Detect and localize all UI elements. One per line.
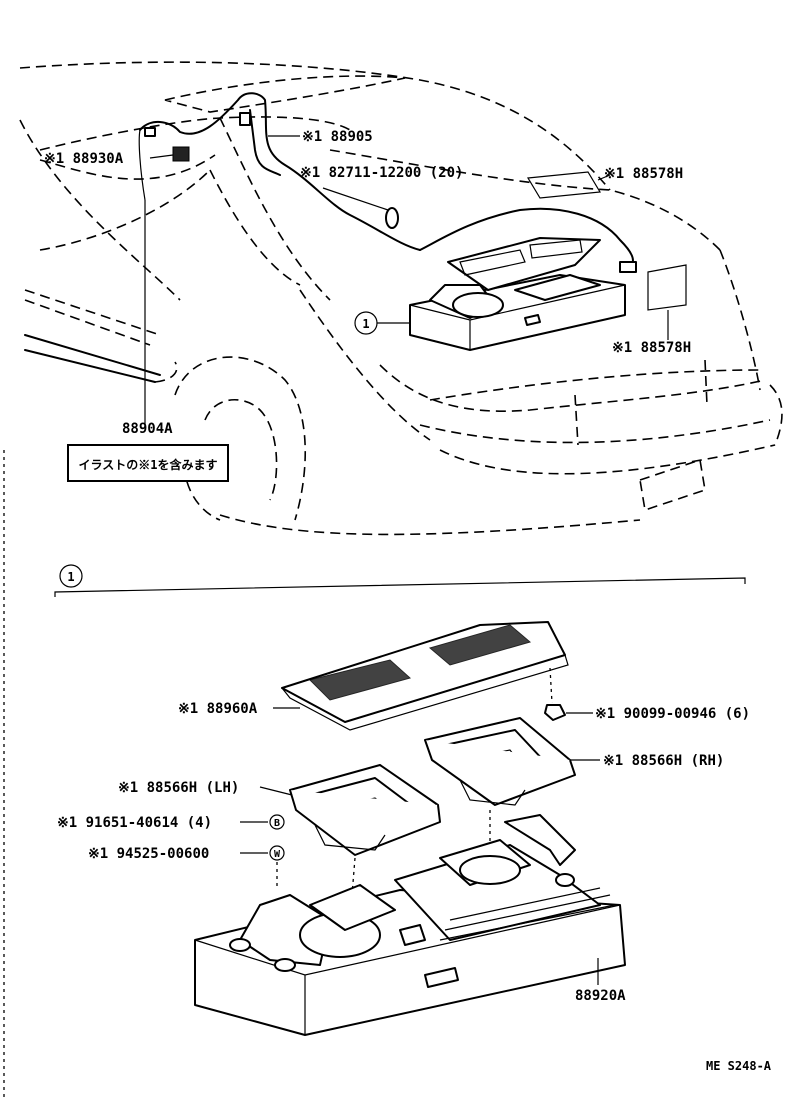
cover-88960a <box>281 621 569 731</box>
callout-1-detail-label: 1 <box>67 570 74 584</box>
note-box <box>67 444 229 482</box>
label-88578h-lower: ※1 88578H <box>612 340 691 356</box>
speaker-box-88920a <box>194 814 626 1036</box>
detail-labels: ※1 88960A ※1 90099-00946 (6) ※1 88566H (… <box>57 701 772 1073</box>
callout-1-top: 1 <box>354 311 410 335</box>
label-88578h-upper: ※1 88578H <box>604 166 683 182</box>
figure-code: ME S248-A <box>706 1059 772 1073</box>
callout-1-label: 1 <box>362 317 369 331</box>
car-outline <box>19 61 783 536</box>
note-box-text: イラストの※1を含みます <box>79 457 218 472</box>
wire-harness <box>138 92 687 425</box>
label-91651: ※1 91651-40614 (4) <box>57 815 212 831</box>
washer-marker: W <box>274 849 281 860</box>
bracket-rh <box>424 717 576 850</box>
label-88905: ※1 88905 <box>302 129 373 145</box>
fastener-symbols: B W <box>269 814 285 890</box>
label-88920a: 88920A <box>575 988 626 1004</box>
label-88960a: ※1 88960A <box>178 701 258 717</box>
detail-header: 1 <box>54 564 746 597</box>
label-88904a: 88904A <box>122 421 173 437</box>
label-88566h-lh: ※1 88566H (LH) <box>118 780 239 796</box>
top-labels: ※1 88905 ※1 88930A ※1 82711-12200 (20) ※… <box>44 129 691 482</box>
label-88930a: ※1 88930A <box>44 151 124 167</box>
label-88566h-rh: ※1 88566H (RH) <box>603 753 724 769</box>
label-82711: ※1 82711-12200 (20) <box>300 165 463 181</box>
label-90099: ※1 90099-00946 (6) <box>595 706 750 722</box>
screw-marker: B <box>274 818 280 829</box>
bracket-lh <box>289 764 441 896</box>
speaker-box-in-car <box>409 237 626 351</box>
label-94525: ※1 94525-00600 <box>88 846 209 862</box>
